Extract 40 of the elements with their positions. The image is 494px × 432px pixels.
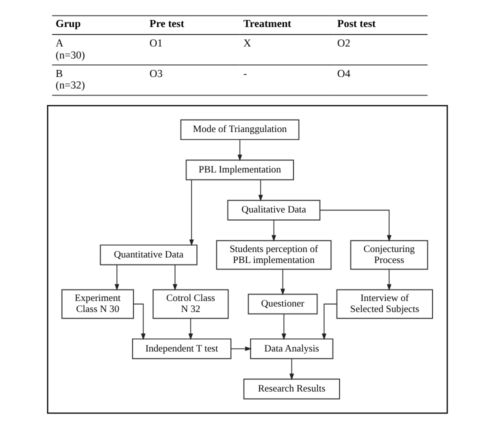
label: Pre test: [150, 18, 184, 30]
arrow: [386, 268, 392, 291]
node-box: Independent T test: [132, 338, 232, 360]
node-box: Experiment Class N 30: [61, 289, 134, 319]
node-box: Mode of Trianggulation: [180, 119, 300, 140]
node-box: Cotrol Class N 32: [152, 289, 229, 319]
node-box: Interview of Selected Subjects: [336, 289, 434, 319]
arrow: [114, 264, 120, 291]
label: O1: [150, 38, 163, 50]
label: O4: [337, 68, 350, 80]
arrow: [133, 304, 146, 340]
label: -: [243, 68, 247, 80]
label: B (n=32): [56, 68, 85, 92]
cluster: [47, 104, 448, 414]
node-box: Students perception of PBL implementation: [216, 240, 332, 270]
arrow: [188, 318, 193, 340]
arrow: [272, 220, 276, 242]
label: Grup: [56, 18, 81, 30]
label: Post test: [337, 18, 376, 30]
arrow: [289, 358, 294, 380]
arrow: [238, 139, 242, 162]
arrow: [280, 268, 286, 296]
node-box: Research Results: [243, 378, 340, 400]
label: Treatment: [243, 18, 292, 30]
arrow: [282, 314, 286, 340]
node-box: Quantitative Data: [100, 244, 198, 266]
arrow: [189, 180, 194, 246]
label: O3: [150, 68, 163, 80]
arrow: [258, 180, 263, 202]
arrow: [172, 264, 178, 291]
label: X: [243, 38, 252, 50]
label: O2: [337, 38, 350, 50]
arrow: [230, 346, 252, 352]
label: A (n=30): [56, 38, 85, 62]
arrow: [320, 210, 392, 242]
node-box: PBL Implementation: [186, 160, 294, 180]
node-box: Data Analysis: [250, 338, 334, 360]
node-box: Qualitative Data: [227, 200, 320, 221]
node-box: Conjecturing Process: [350, 240, 428, 270]
node-box: Questioner: [248, 294, 318, 314]
